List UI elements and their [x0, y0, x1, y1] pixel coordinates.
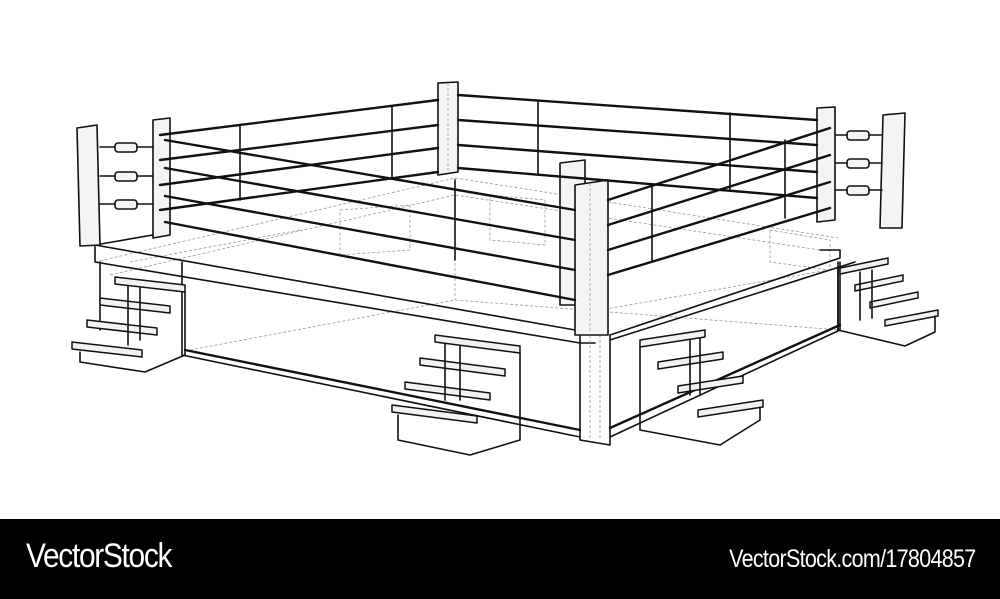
outer-post-right: [879, 112, 906, 229]
steps-front-left: [391, 334, 521, 456]
ring-platform: [94, 231, 856, 446]
watermark-bar: VectorStock VectorStock.com/17804857: [0, 519, 1000, 599]
ring-ropes: [158, 93, 832, 302]
boxing-ring-illustration: [71, 81, 939, 456]
watermark-reference: VectorStock.com/17804857: [729, 545, 977, 573]
hidden-lines: [94, 177, 841, 351]
corner-posts: [76, 81, 906, 336]
corner-post-front: [574, 179, 609, 336]
outer-post-left: [76, 124, 101, 247]
steps-left: [71, 276, 186, 373]
turnbuckles: [99, 130, 883, 210]
boxing-ring-drawing: [71, 81, 939, 456]
steps-front-right: [639, 329, 764, 446]
watermark-brand: VectorStock: [26, 537, 172, 575]
corner-post-back-left: [152, 117, 171, 239]
steps-right: [837, 257, 939, 347]
corner-post-back-right: [816, 106, 836, 223]
